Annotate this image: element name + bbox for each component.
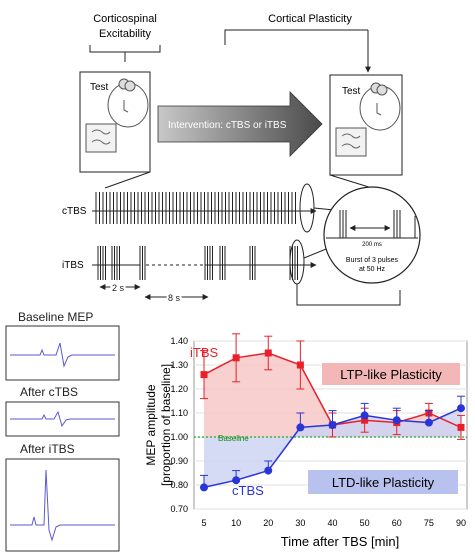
interval-8s: 8 s [144, 291, 209, 305]
x-tick-label: 50 [360, 518, 370, 528]
plasticity-label: Cortical Plasticity [268, 13, 352, 25]
mep-itbs-label: After iTBS [20, 442, 75, 456]
data-point [296, 423, 305, 432]
x-axis-label: Time after TBS [min] [281, 534, 399, 549]
ctbs-train-label: cTBS [62, 206, 87, 217]
interval-2s: 2 s [99, 281, 141, 295]
y-tick-label: 0.80 [170, 480, 188, 490]
intervention-label: Intervention: cTBS or iTBS [168, 120, 287, 131]
burst-ms-label: 200 ms [362, 242, 382, 248]
data-point [392, 416, 401, 425]
ltp-label: LTP-like Plasticity [340, 367, 442, 382]
data-point [264, 349, 272, 357]
x-tick-label: 30 [295, 518, 305, 528]
x-tick-label: 20 [263, 518, 273, 528]
data-point [360, 411, 369, 420]
itbs-train-label: iTBS [62, 260, 84, 271]
excitability-bracket [89, 45, 161, 62]
excitability-label-1: Corticospinal [93, 13, 157, 25]
y-tick-label: 1.00 [170, 432, 188, 442]
ltd-label: LTD-like Plasticity [332, 475, 435, 490]
y-tick-label: 1.30 [170, 360, 188, 370]
itbs-pulse-train [97, 246, 298, 280]
data-point [457, 404, 465, 413]
x-axis-ticks: 5 10 20 30 40 50 60 75 90 [201, 518, 466, 528]
itbs-series-label: iTBS [190, 345, 219, 360]
ltp-area [204, 353, 461, 437]
test-panel-right: Test [329, 74, 403, 176]
y-axis-label-2: [proportion of baseline] [159, 364, 173, 486]
ltd-label-box [308, 470, 458, 494]
series-cTBS [200, 395, 465, 492]
test-panel-left: Test [79, 71, 151, 173]
x-tick-label: 5 [201, 518, 206, 528]
mep-baseline-label: Baseline MEP [18, 310, 94, 324]
x-tick-label: 75 [424, 518, 434, 528]
data-point [200, 371, 208, 379]
ltp-label-box [322, 363, 460, 385]
y-tick-label: 1.40 [170, 336, 188, 346]
plasticity-arrow [224, 29, 368, 45]
burst-zoom: 200 ms Burst of 3 pulses at 50 Hz [323, 186, 421, 284]
baseline-label: Baseline [218, 434, 249, 443]
data-point [361, 416, 369, 424]
test-label-right: Test [342, 86, 361, 97]
y-axis-ticks: 0.70 0.80 0.90 1.00 1.10 1.20 1.30 1.40 [170, 336, 188, 514]
interval-2s-label: 2 s [112, 283, 125, 293]
x-tick-label: 40 [327, 518, 337, 528]
y-axis-label: MEP amplitude [144, 384, 158, 465]
y-tick-label: 0.90 [170, 456, 188, 466]
mep-ctbs-trace [5, 401, 120, 437]
mep-itbs-trace [5, 458, 120, 552]
mep-baseline-trace [5, 325, 120, 381]
mep-ctbs-label: After cTBS [20, 385, 79, 399]
data-point [457, 423, 465, 431]
zoom-connector [104, 171, 373, 189]
interval-8s-label: 8 s [168, 293, 181, 303]
y-tick-label: 1.20 [170, 384, 188, 394]
data-point [232, 476, 241, 485]
data-point [264, 466, 273, 475]
data-point [296, 361, 304, 369]
excitability-label-2: Excitability [99, 28, 151, 40]
data-point [424, 418, 433, 427]
intervention-arrow: Intervention: cTBS or iTBS [157, 91, 323, 157]
ctbs-pulse-train [95, 192, 296, 224]
ctbs-series-label: cTBS [232, 483, 264, 498]
data-point [232, 354, 240, 362]
burst-note-2: at 50 Hz [359, 266, 386, 273]
x-tick-label: 10 [231, 518, 241, 528]
x-tick-label: 60 [392, 518, 402, 528]
ctbs-highlight [299, 183, 315, 233]
y-tick-label: 0.70 [170, 504, 188, 514]
data-point [328, 421, 337, 429]
x-tick-label: 90 [456, 518, 466, 528]
chart-series [200, 333, 465, 492]
test-label-left: Test [90, 82, 109, 93]
data-point [200, 483, 208, 492]
burst-note-1: Burst of 3 pulses [346, 257, 399, 264]
y-tick-label: 1.10 [170, 408, 188, 418]
